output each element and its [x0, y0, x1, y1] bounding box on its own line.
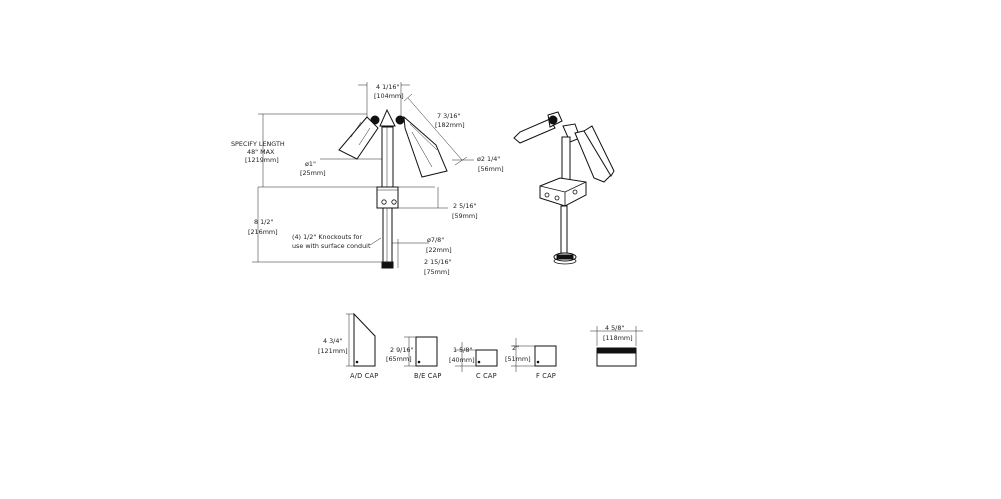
ad-height-mm-text: [121mm] — [318, 347, 348, 355]
be-cap-shape — [415, 336, 438, 367]
stem-dia-text: ø1" — [305, 160, 316, 168]
be-height-text: 2 9/16" — [390, 346, 413, 354]
be-height-mm-text: [65mm] — [386, 355, 412, 363]
specify-max-text: 48" MAX — [247, 148, 275, 156]
cap-views: 4 3/4" [121mm] A/D CAP 2 9/16" [65mm] B/… — [318, 312, 643, 380]
knockouts-note-1: (4) 1/2" Knockouts for — [292, 233, 362, 241]
head-dia-mm-text: [56mm] — [478, 165, 504, 173]
c-cap-label: C CAP — [476, 372, 497, 380]
box-width-text: 4 5/8" — [605, 324, 624, 332]
stem-dia-mm-text: [25mm] — [300, 169, 326, 177]
pipe-dia-mm-text: [22mm] — [426, 246, 452, 254]
pipe-dia-text: ø7/8" — [427, 236, 444, 244]
top-width-mm-text: [104mm] — [374, 92, 404, 100]
c-height-mm-text: [40mm] — [449, 356, 475, 364]
base-height-mm-text: [216mm] — [248, 228, 278, 236]
ad-height-text: 4 3/4" — [323, 337, 342, 345]
ad-cap-label: A/D CAP — [350, 372, 378, 380]
f-height-text: 2" — [512, 344, 519, 352]
ad-cap-shape — [353, 312, 376, 367]
box-height-text: 2 5/16" — [453, 202, 476, 210]
box-height-mm-text: [59mm] — [452, 212, 478, 220]
bottom-height-mm-text: [75mm] — [424, 268, 450, 276]
c-height-text: 1 5/8" — [453, 346, 472, 354]
head-length-text: 7 3/16" — [437, 112, 460, 120]
box-width-mm-text: [118mm] — [603, 334, 633, 342]
specify-mm-text: [1219mm] — [245, 156, 279, 164]
front-view: 4 1/16" [104mm] 7 3/16" [182mm] SPECIFY … — [231, 82, 504, 276]
top-width-text: 4 1/16" — [376, 83, 399, 91]
specify-length-text: SPECIFY LENGTH — [231, 140, 285, 148]
f-cap-label: F CAP — [536, 372, 556, 380]
base-height-text: 8 1/2" — [254, 218, 273, 226]
be-cap-label: B/E CAP — [414, 372, 442, 380]
isometric-view — [513, 111, 615, 265]
head-dia-text: ø2 1/4" — [477, 155, 500, 163]
head-length-mm-text: [182mm] — [435, 121, 465, 129]
f-height-mm-text: [51mm] — [505, 355, 531, 363]
c-cap-shape — [475, 349, 498, 367]
f-cap-shape — [534, 345, 557, 367]
knockouts-note-2: use with surface conduit — [292, 242, 371, 250]
bottom-height-text: 2 15/16" — [424, 258, 452, 266]
